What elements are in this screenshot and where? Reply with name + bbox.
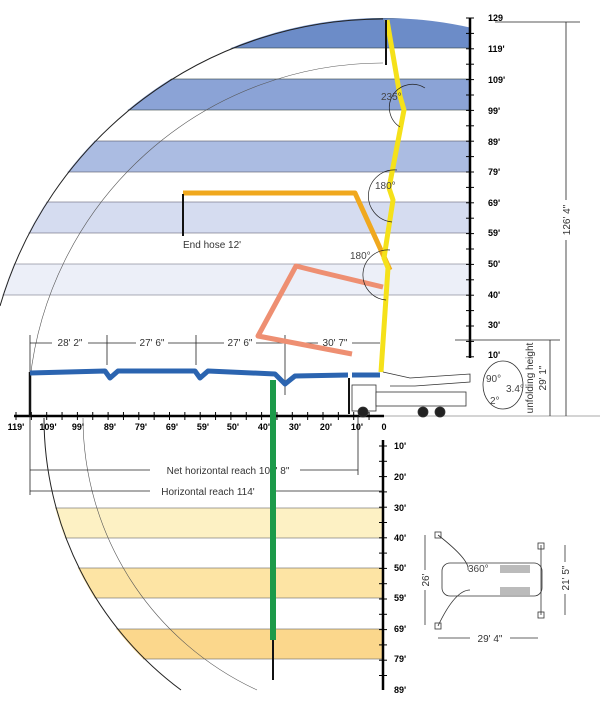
depth-label: 69' (394, 624, 406, 634)
unfolding-height-caption: unfolding height (525, 342, 536, 413)
boom-positions (28, 19, 407, 680)
reach-label: 40' (258, 422, 270, 432)
height-axis-labels: 129 119' 109' 99' 89' 79' 69' 59' 50' 40… (488, 13, 505, 360)
section-length: 27' 6" (140, 338, 165, 349)
reach-axis-labels: 119' 109' 99' 89' 79' 69' 59' 50' 40' 30… (8, 422, 387, 432)
reach-label: 79' (135, 422, 147, 432)
height-label: 89' (488, 137, 500, 147)
unfolding-height-value: 29' 1" (538, 365, 549, 390)
reach-label: 69' (166, 422, 178, 432)
section-length: 30' 7" (323, 338, 348, 349)
depth-label: 59' (394, 593, 406, 603)
reach-label: 10' (351, 422, 363, 432)
salmon-boom (255, 263, 384, 357)
depth-label: 10' (394, 441, 406, 451)
reach-label: 99' (72, 422, 84, 432)
height-label: 99' (488, 106, 500, 116)
height-label: 119' (488, 44, 505, 54)
height-label: 59' (488, 228, 500, 238)
height-label: 40' (488, 290, 500, 300)
blue-boom (29, 368, 349, 387)
depth-label: 50' (394, 563, 406, 573)
reach-label: 119' (8, 422, 25, 432)
height-label: 10' (488, 350, 500, 360)
reach-label: 109' (39, 422, 56, 432)
section-length: 27' 6" (228, 338, 253, 349)
height-label: 50' (488, 259, 500, 269)
angle-label: 180° (375, 181, 396, 192)
outrigger-top-view (424, 531, 566, 639)
reach-label: 89' (104, 422, 116, 432)
reach-label: 0 (381, 422, 386, 432)
end-hose-label: End hose 12' (183, 240, 241, 251)
angle-label: 3.4° (506, 384, 524, 395)
reach-label: 20' (320, 422, 332, 432)
section-length: 28' 2" (58, 338, 83, 349)
working-range-lower (43, 417, 384, 691)
height-label: 109' (488, 75, 505, 85)
reach-label: 50' (227, 422, 239, 432)
angle-label: 235° (381, 92, 402, 103)
depth-label: 79' (394, 654, 406, 664)
depth-label: 20' (394, 472, 406, 482)
depth-label: 89' (394, 685, 406, 695)
depth-label: 40' (394, 533, 406, 543)
outrigger-front-label: 26' (421, 573, 432, 586)
height-label: 79' (488, 167, 500, 177)
yellow-boom (378, 19, 407, 373)
height-label: 129 (488, 13, 503, 23)
depth-axis-labels: 10' 20' 30' 40' 50' 59' 69' 79' 89' (394, 441, 406, 695)
depth-label: 30' (394, 503, 406, 513)
vertical-reach-label: 126' 4" (562, 204, 573, 235)
outrigger-length-label: 29' 4" (478, 634, 503, 645)
working-range-upper (0, 18, 471, 381)
height-label: 30' (488, 320, 500, 330)
angle-label: 90° (486, 374, 501, 385)
orange-boom (183, 190, 393, 272)
reach-label: 30' (289, 422, 301, 432)
angle-label: 180° (350, 251, 371, 262)
reach-label: 59' (197, 422, 209, 432)
net-reach-label: Net horizontal reach 105' 8" (167, 466, 290, 477)
height-label: 69' (488, 198, 500, 208)
outrigger-rear-label: 21' 5" (561, 565, 572, 590)
angle-label: 2° (490, 396, 500, 407)
slew-angle-label: 360° (468, 564, 489, 575)
horizontal-reach-label: Horizontal reach 114' (161, 487, 255, 498)
truck-icon (351, 371, 471, 418)
